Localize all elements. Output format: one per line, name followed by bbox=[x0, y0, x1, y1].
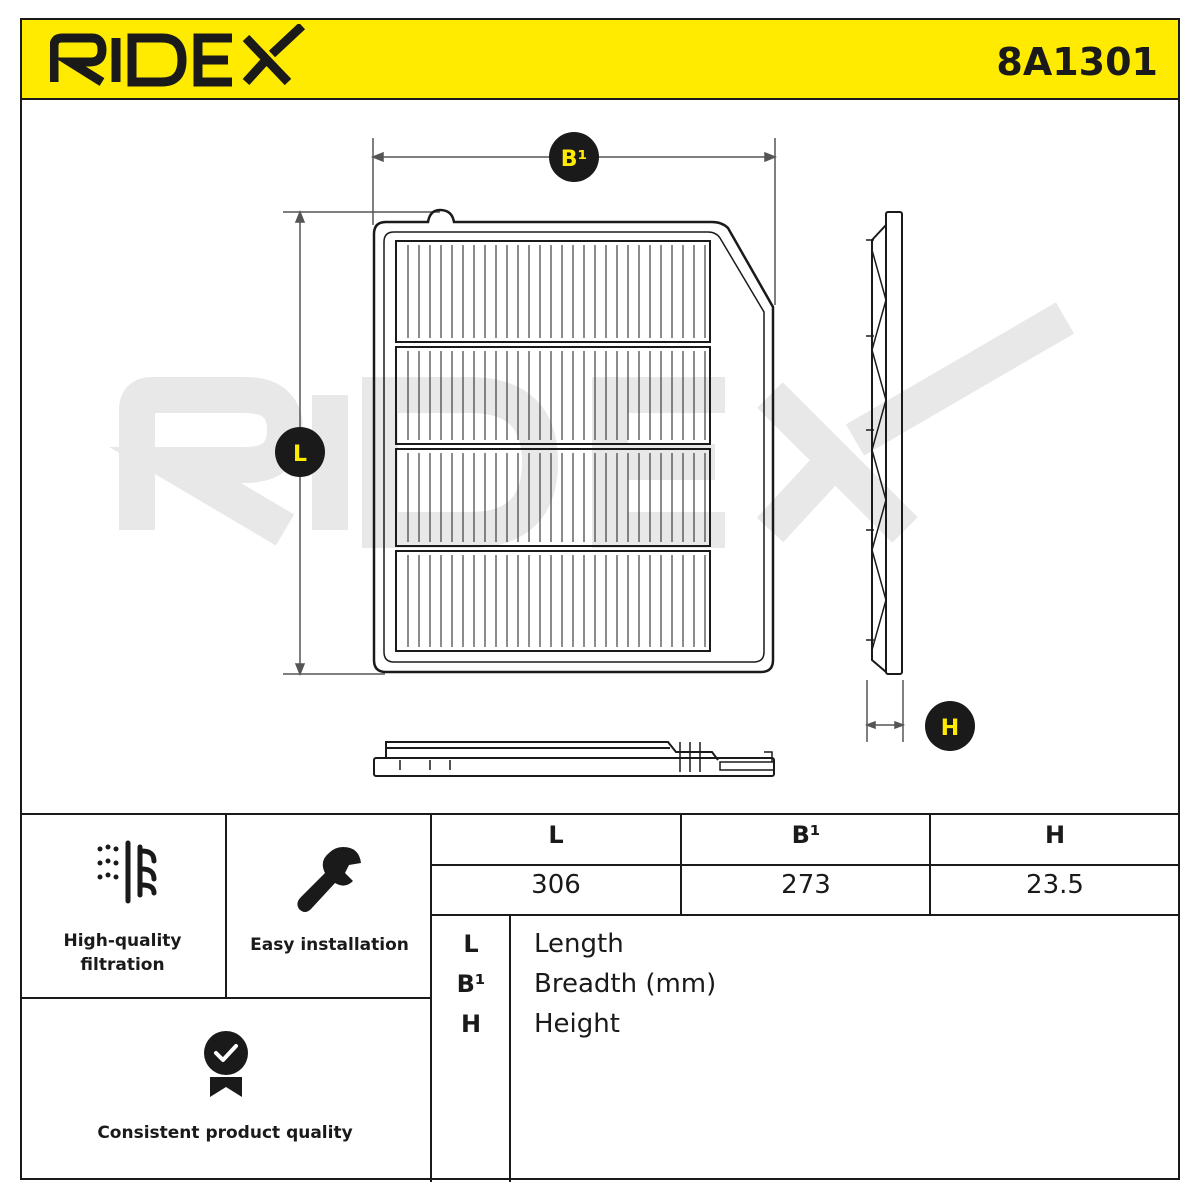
feature-filtration-label-line2: filtration bbox=[80, 955, 165, 975]
part-number: 8A1301 bbox=[996, 40, 1158, 84]
info-section bbox=[20, 813, 1180, 1182]
divider bbox=[430, 864, 1180, 866]
breadth-marker bbox=[549, 132, 599, 182]
quality-badge-icon bbox=[204, 1031, 248, 1097]
length-marker bbox=[275, 427, 325, 477]
dim-header-length: L bbox=[548, 821, 564, 849]
filter-front-view bbox=[372, 208, 775, 674]
legend-desc-height: Height bbox=[534, 1009, 620, 1039]
height-marker-label: H bbox=[941, 716, 959, 741]
feature-filtration: High-quality filtration bbox=[20, 815, 225, 997]
height-marker bbox=[925, 701, 975, 751]
legend-key-height: H bbox=[460, 1010, 482, 1038]
breadth-marker-label: B¹ bbox=[561, 147, 587, 172]
divider bbox=[509, 915, 511, 1182]
feature-quality: Consistent product quality bbox=[20, 997, 430, 1180]
filter-pleats bbox=[407, 245, 706, 647]
feature-installation: Easy installation bbox=[227, 815, 432, 997]
legend-desc-length: Length bbox=[534, 929, 624, 959]
technical-drawing: B¹ L H bbox=[109, 132, 1075, 777]
feature-quality-label: Consistent product quality bbox=[97, 1123, 353, 1143]
filter-bottom-view bbox=[373, 741, 775, 777]
watermark-logo bbox=[109, 302, 1075, 548]
dim-header-breadth: B¹ bbox=[791, 821, 821, 849]
divider bbox=[430, 815, 432, 1182]
feature-installation-label: Easy installation bbox=[250, 935, 409, 955]
ridex-logo bbox=[50, 24, 306, 87]
legend-key-length: L bbox=[463, 930, 479, 958]
length-marker-label: L bbox=[293, 442, 307, 467]
feature-filtration-label-line1: High-quality bbox=[63, 931, 182, 951]
dim-value-height: 23.5 bbox=[1026, 870, 1084, 900]
wrench-icon bbox=[297, 847, 361, 912]
filter-side-view bbox=[866, 211, 903, 675]
legend-desc-breadth: Breadth (mm) bbox=[534, 969, 717, 999]
legend-key-breadth: B¹ bbox=[456, 970, 486, 998]
dim-value-breadth: 273 bbox=[781, 870, 831, 900]
divider bbox=[225, 815, 227, 998]
header-bar: 8A1301 bbox=[20, 18, 1180, 100]
height-dimension bbox=[864, 680, 906, 742]
divider bbox=[430, 914, 1180, 916]
divider bbox=[20, 997, 430, 999]
filtration-icon bbox=[97, 840, 157, 904]
dim-header-height: H bbox=[1044, 821, 1066, 849]
dim-value-length: 306 bbox=[531, 870, 581, 900]
